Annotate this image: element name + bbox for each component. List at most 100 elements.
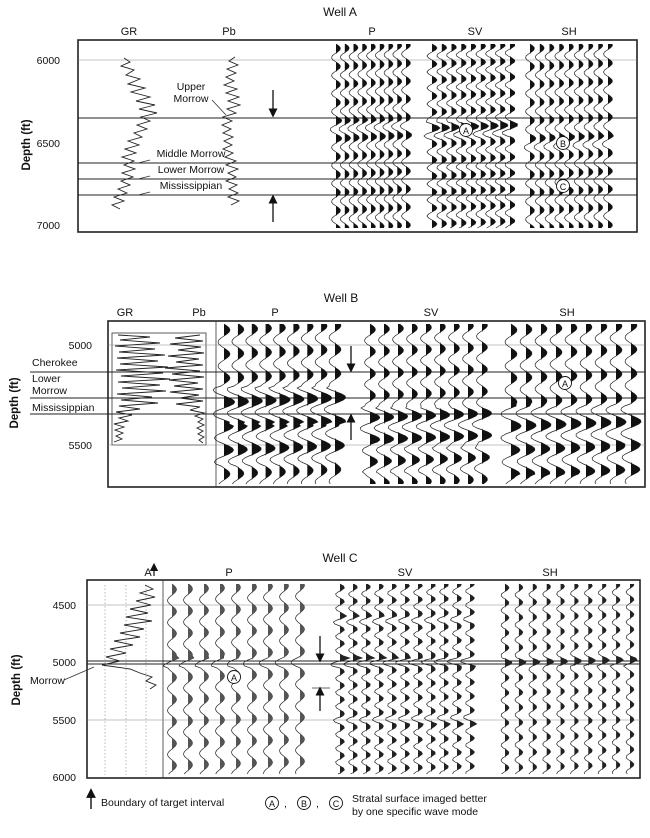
wb-p-trace bbox=[309, 323, 333, 485]
wc-sh-trace-fill bbox=[532, 584, 540, 775]
wb-sv-trace bbox=[387, 323, 409, 485]
well-b-p-label: P bbox=[271, 307, 278, 319]
wa-sh-trace-fill bbox=[549, 44, 556, 228]
well-a-mississippian-label: Mississippian bbox=[160, 180, 223, 192]
wa-p-trace-fill bbox=[388, 44, 395, 228]
well-c-sv-label: SV bbox=[398, 567, 413, 579]
well-b-cherokee-label: Cherokee bbox=[32, 357, 78, 369]
wb-p-trace-fill bbox=[237, 324, 249, 484]
legend-stratal-line2: by one specific wave mode bbox=[352, 806, 478, 818]
svg-text:,: , bbox=[284, 798, 287, 810]
well-b-sv-label: SV bbox=[424, 307, 439, 319]
wb-p-trace-fill bbox=[335, 324, 346, 484]
wa-sh-trace-fill bbox=[598, 44, 604, 228]
wa-sh-trace-fill bbox=[530, 44, 536, 228]
wb-sh-trace-fill bbox=[526, 324, 537, 484]
wc-sh-trace-fill bbox=[560, 584, 568, 775]
well-a-pb-label: Pb bbox=[222, 26, 235, 38]
wc-sv-trace-fill bbox=[392, 584, 399, 775]
wc-p-trace bbox=[274, 583, 289, 775]
wb-sv-trace-fill bbox=[440, 324, 450, 484]
svg-text:C: C bbox=[333, 799, 340, 809]
svg-text:,: , bbox=[316, 798, 319, 810]
wc-p-trace bbox=[162, 583, 180, 775]
wb-sv-trace-fill bbox=[454, 324, 464, 484]
wa-p-trace-fill bbox=[397, 44, 403, 228]
wb-sv-trace-fill bbox=[482, 324, 492, 484]
wb-sv-trace-fill bbox=[468, 324, 478, 484]
well-b-pb-log bbox=[164, 334, 206, 444]
well-c-tick-6000: 6000 bbox=[53, 772, 77, 784]
wc-sh-trace-fill bbox=[616, 584, 624, 775]
wc-sh-trace-fill bbox=[588, 584, 596, 775]
wb-sh-trace-fill bbox=[556, 324, 567, 484]
wc-sv-trace bbox=[460, 583, 478, 775]
well-c-sv-traces bbox=[329, 583, 478, 775]
legend-marker-b: B bbox=[297, 796, 311, 810]
wa-p-trace-fill bbox=[344, 44, 351, 228]
well-c-log-curve bbox=[101, 584, 157, 690]
wa-sh-trace-fill bbox=[539, 44, 546, 228]
well-c-tick-4500: 4500 bbox=[53, 600, 77, 612]
well-a-gr-log bbox=[110, 57, 158, 210]
well-b-mississippian-label: Mississippian bbox=[32, 402, 95, 414]
wc-sh-trace-fill bbox=[602, 584, 610, 775]
wa-sv-trace bbox=[433, 43, 451, 229]
wb-p-trace-fill bbox=[279, 324, 291, 484]
wc-p-trace-fill bbox=[236, 584, 241, 775]
well-c-frame bbox=[86, 579, 641, 779]
wc-p-trace-fill bbox=[284, 584, 289, 775]
well-b-frame bbox=[107, 320, 646, 488]
wc-sh-trace bbox=[570, 583, 582, 775]
wc-p-trace bbox=[290, 583, 305, 775]
well-a-pb-log bbox=[220, 56, 242, 206]
wa-sh-trace-fill bbox=[588, 44, 595, 228]
wc-sv-trace-fill bbox=[470, 584, 477, 775]
wc-sv-trace-fill bbox=[379, 584, 387, 775]
wc-sv-trace bbox=[355, 583, 376, 775]
wc-sh-trace bbox=[583, 583, 596, 775]
wc-sv-trace bbox=[382, 583, 400, 775]
wa-sh-trace-fill bbox=[608, 44, 614, 228]
well-c-morrow-label: Morrow bbox=[30, 675, 65, 687]
wc-p-trace bbox=[242, 583, 257, 775]
wb-sh-trace-fill bbox=[586, 324, 596, 484]
svg-text:B: B bbox=[560, 139, 566, 149]
wc-sv-trace-fill bbox=[340, 584, 350, 775]
well-a-p-traces bbox=[329, 43, 412, 229]
wb-sh-trace-fill bbox=[631, 324, 642, 484]
wb-p-trace-fill bbox=[321, 324, 332, 484]
wa-sv-trace bbox=[502, 43, 518, 229]
wa-p-trace-fill bbox=[371, 44, 377, 228]
wa-sv-trace-fill bbox=[461, 44, 469, 228]
wc-p-trace-fill bbox=[188, 584, 194, 775]
svg-text:A: A bbox=[269, 799, 275, 809]
well-b-tick-5500: 5500 bbox=[69, 440, 93, 452]
wa-p-trace-fill bbox=[406, 44, 412, 228]
wa-sv-trace-fill bbox=[500, 44, 508, 228]
well-c-marker-a: A bbox=[227, 670, 241, 684]
well-b-sv-traces bbox=[359, 323, 493, 485]
well-a-title: Well A bbox=[323, 5, 357, 19]
wa-sh-trace-fill bbox=[559, 44, 565, 228]
svg-text:A: A bbox=[562, 379, 568, 389]
well-c-title: Well C bbox=[322, 551, 357, 565]
wa-sv-trace bbox=[453, 43, 470, 229]
wb-sh-trace-fill bbox=[511, 324, 522, 484]
well-a-sh-traces bbox=[523, 43, 614, 229]
wb-p-trace-fill bbox=[224, 324, 235, 484]
wc-sv-trace-fill bbox=[418, 584, 424, 775]
panel-well-c: Well C Depth (ft) A P SV SH 4500 5000 55… bbox=[11, 551, 641, 784]
legend: Boundary of target interval A , B , C St… bbox=[86, 788, 487, 818]
well-a-sv-traces bbox=[423, 43, 518, 229]
wc-p-trace-fill bbox=[172, 584, 179, 775]
panel-well-b: Well B Depth (ft) GR Pb P SV SH 5000 550… bbox=[9, 291, 646, 488]
panel-well-a: Well A Depth (ft) GR Pb P SV SH 6000 650… bbox=[21, 5, 638, 233]
svg-text:C: C bbox=[560, 182, 567, 192]
well-a-marker-b: B bbox=[556, 136, 570, 150]
wc-p-trace-fill bbox=[204, 584, 209, 775]
wb-p-trace-fill bbox=[307, 324, 318, 484]
wb-p-trace-fill bbox=[251, 324, 263, 484]
well-b-pb-label: Pb bbox=[192, 307, 205, 319]
wa-p-trace-fill bbox=[353, 44, 360, 228]
